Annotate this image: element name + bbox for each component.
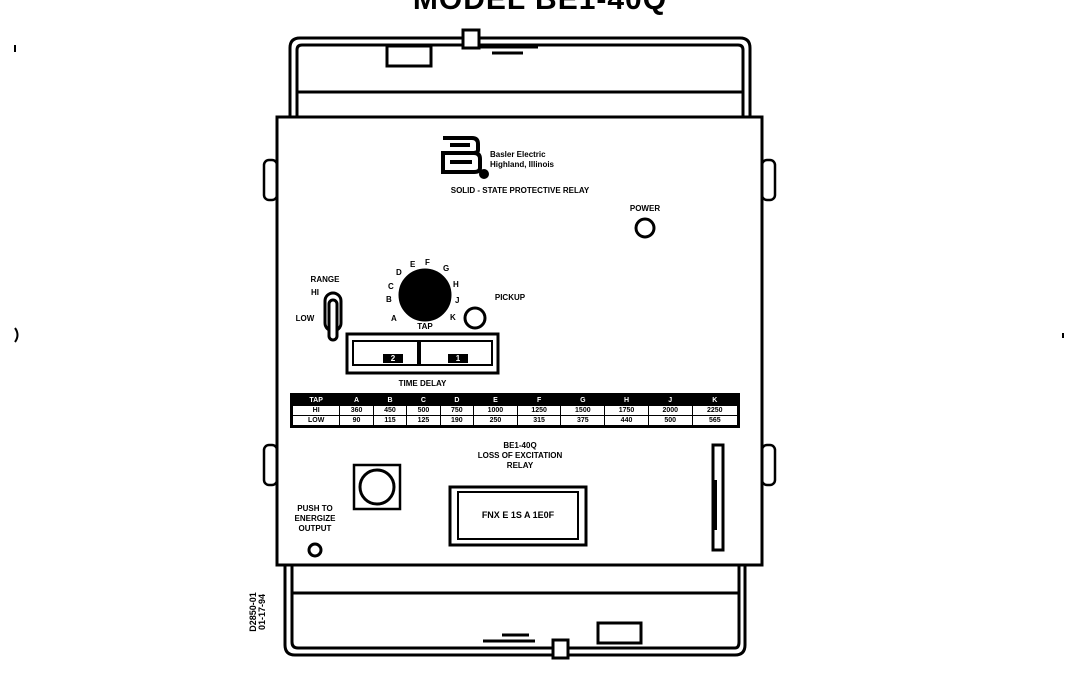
push-label-2: ENERGIZE [294,514,336,523]
push-label-3: OUTPUT [298,524,332,533]
time-delay-digit-units[interactable]: 1 [448,354,468,363]
tap-label: TAP [417,322,433,331]
time-delay-label: TIME DELAY [398,379,447,388]
range-toggle-switch [323,291,343,342]
range-label: RANGE [310,275,340,284]
function-label-1: LOSS OF EXCITATION [477,451,563,460]
power-led [634,217,656,239]
range-low-label: LOW [295,314,315,323]
tap-dial [398,268,452,322]
push-label-1: PUSH TO [297,504,333,513]
logo-location: Highland, Illinois [490,160,554,169]
power-label: POWER [629,204,661,213]
drawing-id: D2850-01 01-17-94 [247,592,267,632]
panel-subtitle: SOLID - STATE PROTECTIVE RELAY [450,186,590,195]
time-delay-box [345,332,500,375]
logo-icon [441,136,489,179]
time-delay-digit-tens[interactable]: 2 [383,354,403,363]
top-case [288,28,752,117]
pickup-led [463,306,487,330]
drawing-title: MODEL BE1-40Q [0,0,1080,17]
nameplate-frame [448,485,588,547]
bottom-case [283,565,747,660]
pickup-label: PICKUP [494,293,526,302]
function-label-2: RELAY [506,461,534,470]
push-button [352,463,402,511]
range-hi-label: HI [311,288,319,297]
output-led [307,542,323,558]
side-tabs [262,158,777,487]
nameplate-text: FNX E 1S A 1E0F [481,510,555,520]
model-label: BE1-40Q [503,441,537,450]
logo-company: Basler Electric [490,150,546,159]
front-panel [275,115,764,567]
